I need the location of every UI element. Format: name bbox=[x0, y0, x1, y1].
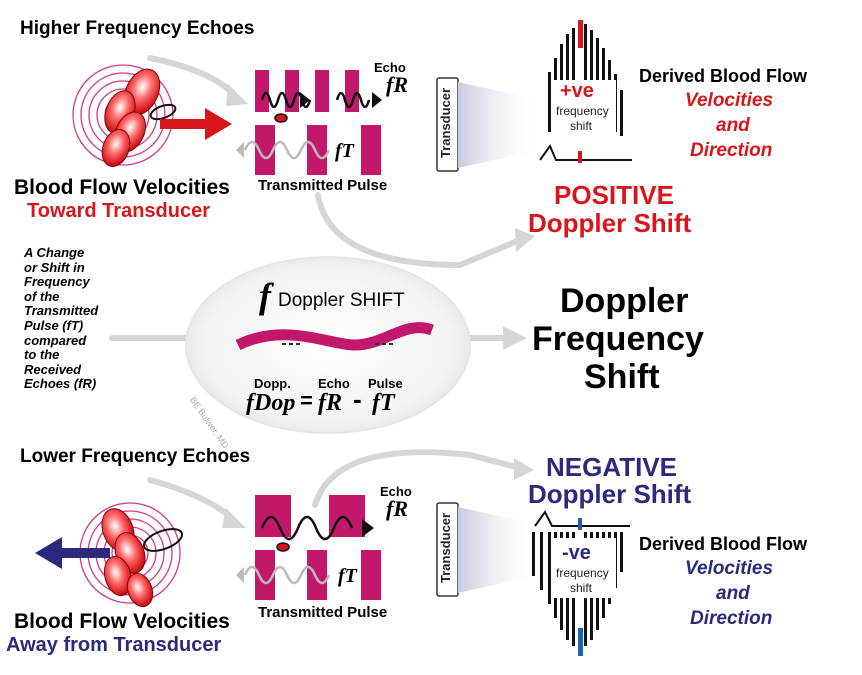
result-line1: Doppler bbox=[560, 282, 689, 320]
top-flow-subtitle: Toward Transducer bbox=[27, 200, 211, 222]
top-echo-caption: Higher Frequency Echoes bbox=[20, 18, 255, 39]
top-spectrum-peak-marker bbox=[578, 20, 583, 48]
bottom-shift-line1: NEGATIVE bbox=[546, 452, 677, 482]
top-derived-title: Derived Blood Flow bbox=[639, 66, 808, 86]
definition-line: or Shift in bbox=[24, 259, 85, 275]
definition-text: A Change or Shift in Frequency of the Tr… bbox=[24, 245, 124, 392]
formula-equals: = bbox=[300, 388, 313, 413]
top-transmit-wave bbox=[243, 140, 331, 160]
top-echo-label: Echo bbox=[374, 60, 406, 75]
formula-minus: - bbox=[353, 384, 362, 414]
top-derived-line2: and bbox=[716, 115, 750, 136]
top-shift-line1: POSITIVE bbox=[554, 180, 674, 210]
label-dopp: Dopp. bbox=[254, 376, 291, 391]
bottom-spectrum-line1: frequency bbox=[556, 566, 609, 580]
bottom-transducer-beam bbox=[458, 507, 540, 593]
bottom-echo-arrowhead bbox=[362, 519, 374, 537]
top-ft-label: fT bbox=[335, 140, 354, 162]
definition-line: compared bbox=[24, 332, 87, 348]
bottom-pulse-blocks bbox=[255, 495, 381, 600]
label-pulse: Pulse bbox=[368, 376, 403, 391]
bottom-spectrum-line2: shift bbox=[570, 581, 593, 595]
top-direction-arrow bbox=[160, 108, 232, 140]
top-spectrum-line1: frequency bbox=[556, 104, 609, 118]
definition-line: Pulse (fT) bbox=[24, 317, 84, 333]
definition-line: Echoes (fR) bbox=[24, 376, 97, 392]
top-pulse-caption: Transmitted Pulse bbox=[258, 177, 388, 194]
top-echo-wave-2 bbox=[335, 91, 371, 109]
bottom-derived-line3: Direction bbox=[690, 608, 773, 629]
bottom-orbit-ring bbox=[142, 528, 184, 552]
bottom-spectrum-baseline bbox=[534, 510, 630, 527]
top-shift-line2: Doppler Shift bbox=[528, 208, 692, 238]
top-fr-label: fR bbox=[386, 72, 408, 97]
bottom-flow-title: Blood Flow Velocities bbox=[14, 610, 230, 633]
bottom-scatter-rbc bbox=[276, 542, 290, 552]
definition-line: Frequency bbox=[24, 274, 90, 290]
top-red-blood-cells bbox=[101, 68, 161, 167]
bottom-transmit-arrowhead bbox=[236, 567, 244, 583]
bottom-baseline-marker bbox=[578, 518, 582, 530]
bottom-echo-label: Echo bbox=[380, 484, 412, 499]
top-derived-line3: Direction bbox=[690, 140, 773, 161]
bottom-transducer-label: Transducer bbox=[438, 512, 453, 583]
bottom-derived-title: Derived Blood Flow bbox=[639, 534, 808, 554]
top-echo-arrowhead bbox=[372, 92, 382, 108]
result-line3: Shift bbox=[584, 358, 660, 396]
top-transducer-label: Transducer bbox=[438, 87, 453, 158]
result-line2: Frequency bbox=[532, 320, 704, 358]
top-transmit-arrowhead bbox=[236, 142, 244, 158]
bottom-transmit-wave bbox=[243, 565, 331, 585]
label-echo: Echo bbox=[318, 376, 350, 391]
top-spectrum-line2: shift bbox=[570, 119, 593, 133]
definition-line: Transmitted bbox=[24, 303, 99, 319]
bottom-derived-line2: and bbox=[716, 583, 750, 604]
top-scatter-rbc bbox=[274, 113, 288, 123]
definition-line: to the bbox=[24, 347, 60, 363]
f-symbol: f bbox=[259, 276, 271, 316]
top-echo-arrowhead-1 bbox=[300, 92, 310, 108]
doppler-shift-label: Doppler SHIFT bbox=[278, 290, 405, 311]
top-spectrum-label-bg bbox=[552, 80, 616, 134]
top-flow-title: Blood Flow Velocities bbox=[14, 176, 230, 199]
top-transducer-beam bbox=[458, 82, 540, 168]
bottom-echo-wave bbox=[260, 515, 354, 541]
bottom-ft-label: fT bbox=[338, 565, 357, 587]
formula-fr: fR bbox=[318, 390, 342, 416]
doppler-wave bbox=[235, 322, 434, 351]
bottom-red-blood-cells bbox=[101, 508, 154, 607]
bottom-flow-subtitle: Away from Transducer bbox=[6, 634, 222, 656]
top-spectrum-sign: +ve bbox=[560, 80, 594, 102]
top-pulse-blocks bbox=[255, 70, 381, 175]
top-orbit-ring bbox=[149, 103, 177, 121]
bottom-pulse-caption: Transmitted Pulse bbox=[258, 604, 388, 621]
bottom-spectrum-label-bg bbox=[552, 538, 616, 598]
bottom-spectrum-peak-marker bbox=[578, 628, 583, 656]
top-derived-line1: Velocities bbox=[685, 90, 774, 111]
top-baseline-marker bbox=[578, 151, 582, 163]
bottom-direction-arrow bbox=[35, 537, 110, 569]
definition-line: Received bbox=[24, 361, 82, 377]
top-spectrum-baseline bbox=[539, 143, 632, 161]
bottom-spectrum-sign: -ve bbox=[562, 542, 591, 564]
formula-ft: fT bbox=[372, 390, 395, 416]
bottom-shift-line2: Doppler Shift bbox=[528, 479, 692, 509]
definition-line: A Change bbox=[24, 245, 85, 260]
definition-line: of the bbox=[24, 288, 60, 304]
bottom-derived-line1: Velocities bbox=[685, 558, 774, 579]
formula-lhs: fDop bbox=[246, 390, 296, 416]
bottom-echo-caption: Lower Frequency Echoes bbox=[20, 446, 251, 467]
bottom-fr-label: fR bbox=[386, 496, 408, 521]
